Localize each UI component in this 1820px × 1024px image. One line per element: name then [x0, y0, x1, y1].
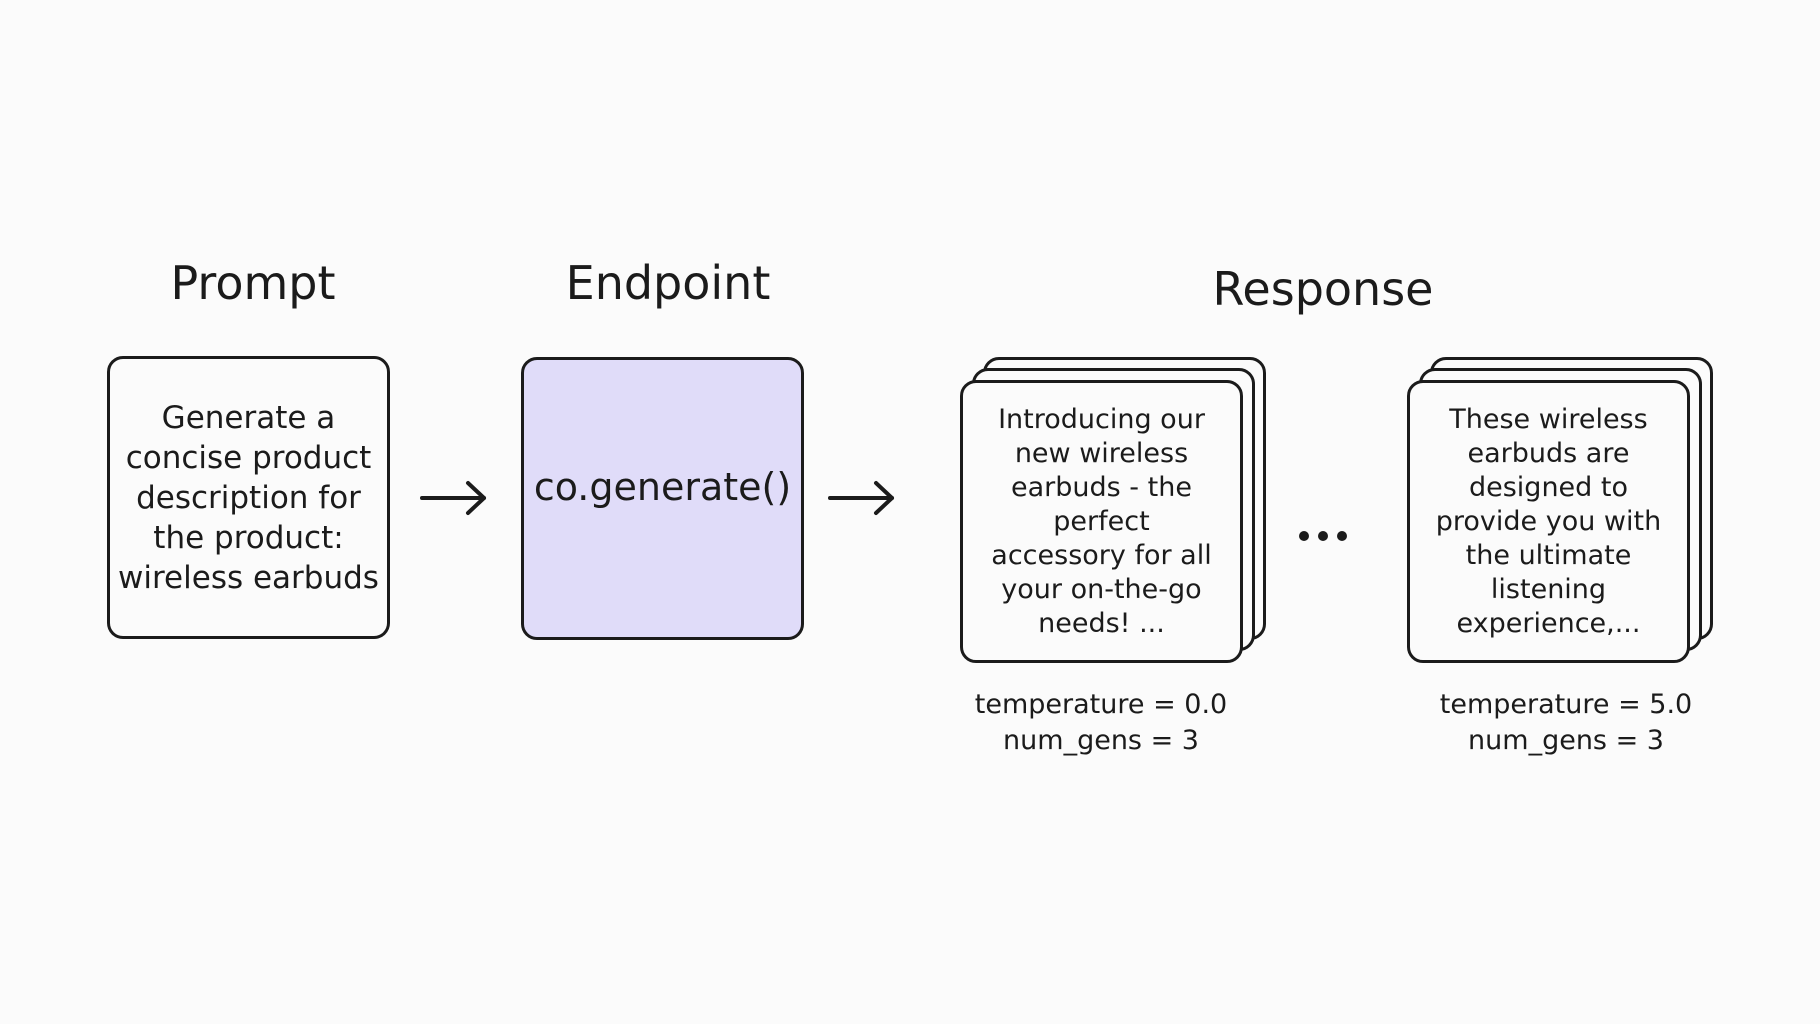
response-text-2: These wireless earbuds are designed to p… — [1435, 404, 1662, 639]
num-gens-label-1: num_gens = 3 — [1003, 725, 1199, 756]
prompt-box: Generate a concise product description f… — [107, 356, 390, 639]
num-gens-label-2: num_gens = 3 — [1468, 725, 1664, 756]
prompt-text: Generate a concise product description f… — [118, 399, 379, 596]
endpoint-text: co.generate() — [533, 464, 792, 509]
temperature-label-1: temperature = 0.0 — [974, 689, 1228, 720]
temperature-label-2: temperature = 5.0 — [1439, 689, 1693, 720]
endpoint-heading: Endpoint — [565, 256, 771, 310]
response-text-1: Introducing our new wireless earbuds - t… — [991, 404, 1212, 639]
endpoint-box: co.generate() — [521, 357, 804, 640]
response-card-2: These wireless earbuds are designed to p… — [1407, 380, 1690, 663]
prompt-heading: Prompt — [170, 256, 336, 310]
response-card-1: Introducing our new wireless earbuds - t… — [960, 380, 1243, 663]
arrow-right-icon — [828, 481, 894, 515]
ellipsis-icon — [1299, 531, 1347, 541]
response-heading: Response — [1212, 262, 1434, 316]
arrow-right-icon — [420, 481, 486, 515]
